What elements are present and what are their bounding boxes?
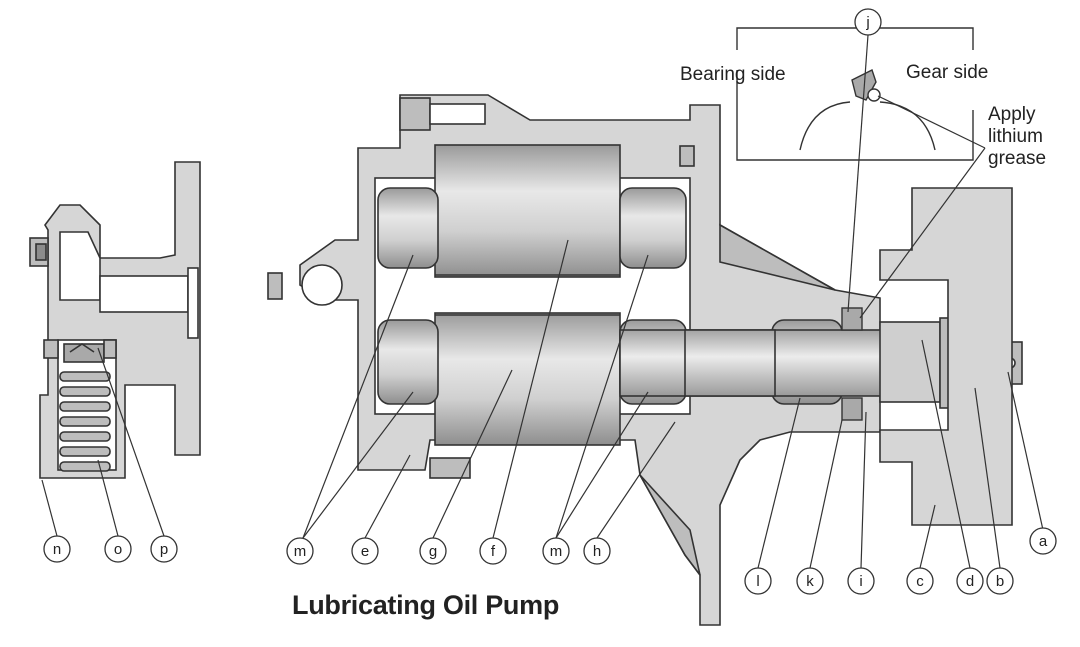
figure-title: Lubricating Oil Pump bbox=[292, 590, 560, 620]
gear-side-label: Gear side bbox=[906, 62, 989, 83]
callout-f: f bbox=[479, 537, 507, 565]
svg-text:i: i bbox=[859, 573, 862, 590]
svg-text:m: m bbox=[550, 543, 563, 560]
callout-j: j bbox=[854, 8, 882, 36]
callout-p: p bbox=[150, 535, 178, 563]
oil-seals bbox=[841, 307, 863, 421]
svg-text:f: f bbox=[491, 543, 496, 560]
callout-h: h bbox=[583, 537, 611, 565]
callout-g: g bbox=[419, 537, 447, 565]
callout-o: o bbox=[104, 535, 132, 563]
svg-text:n: n bbox=[53, 541, 61, 558]
svg-text:c: c bbox=[916, 573, 924, 590]
callout-a: a bbox=[1029, 527, 1057, 555]
svg-text:h: h bbox=[593, 543, 601, 560]
leader-lines bbox=[41, 34, 1044, 569]
svg-text:k: k bbox=[806, 573, 814, 590]
grease-note-line2: lithium bbox=[988, 126, 1043, 147]
callout-m-left: m bbox=[286, 537, 314, 565]
svg-text:j: j bbox=[865, 14, 869, 31]
callout-b: b bbox=[986, 567, 1014, 595]
svg-text:o: o bbox=[114, 541, 122, 558]
grease-note-line3: grease bbox=[988, 148, 1047, 169]
svg-text:p: p bbox=[160, 541, 168, 558]
bearing-side-label: Bearing side bbox=[680, 64, 786, 85]
drive-gear-wheel bbox=[879, 187, 1013, 526]
svg-text:m: m bbox=[294, 543, 307, 560]
relief-valve bbox=[29, 161, 201, 479]
seal-detail-inset bbox=[736, 27, 974, 161]
svg-text:l: l bbox=[756, 573, 759, 590]
callout-k: k bbox=[796, 567, 824, 595]
callout-l: l bbox=[744, 567, 772, 595]
grease-note-line1: Apply bbox=[988, 104, 1036, 125]
callout-c: c bbox=[906, 567, 934, 595]
callout-i: i bbox=[847, 567, 875, 595]
callout-d: d bbox=[956, 567, 984, 595]
svg-text:e: e bbox=[361, 543, 369, 560]
valve-spring-icon bbox=[59, 371, 111, 472]
svg-text:d: d bbox=[966, 573, 974, 590]
callout-m-right: m bbox=[542, 537, 570, 565]
callout-n: n bbox=[43, 535, 71, 563]
svg-text:g: g bbox=[429, 543, 437, 560]
svg-text:b: b bbox=[996, 573, 1004, 590]
gears bbox=[434, 144, 621, 446]
svg-text:a: a bbox=[1039, 533, 1048, 550]
callout-e: e bbox=[351, 537, 379, 565]
